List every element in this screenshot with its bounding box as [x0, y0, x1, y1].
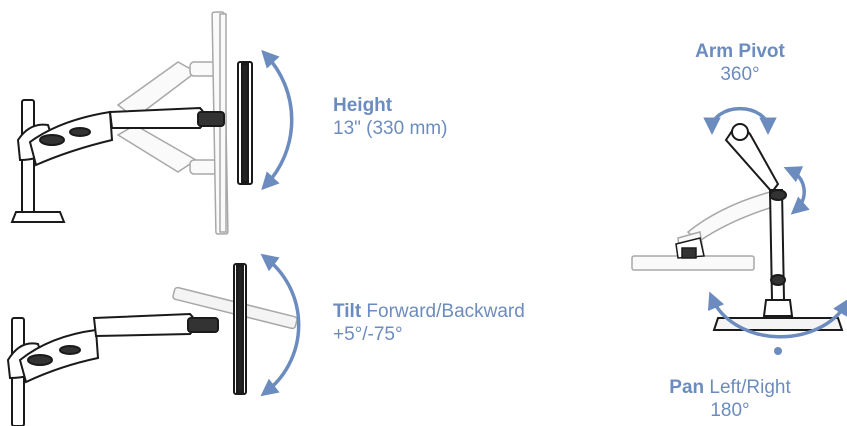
pan-arc-arrow — [707, 291, 847, 339]
height-arc-arrow — [261, 49, 294, 191]
height-arm — [28, 106, 225, 167]
pan-arc-center-dot — [774, 347, 782, 355]
pivot-rotate-arrow-side — [783, 166, 810, 215]
tilt-label-suffix: Forward/Backward — [361, 301, 525, 322]
pan-label-title: Pan — [669, 377, 705, 398]
pivot-rotate-arrow-top — [703, 106, 777, 135]
pan-monitor — [712, 317, 844, 331]
height-label: Height 13" (330 mm) — [333, 94, 447, 140]
pivot-label: Arm Pivot 360° — [665, 40, 815, 86]
pan-label: Pan Left/Right 180° — [640, 376, 820, 422]
tilt-label-value: +5°/-75° — [333, 324, 403, 345]
tilt-arc-arrow — [260, 253, 301, 397]
pivot-label-value: 360° — [720, 64, 760, 85]
tilt-label-title: Tilt — [333, 301, 362, 322]
pan-label-value: 180° — [710, 400, 750, 421]
tilt-label: Tilt Forward/Backward +5°/-75° — [333, 300, 525, 346]
pivot-label-title: Arm Pivot — [695, 41, 785, 62]
tilt-illustration — [6, 253, 301, 426]
pivot-pan-illustration — [631, 106, 847, 355]
tilt-arm — [18, 312, 219, 384]
height-label-value: 13" (330 mm) — [333, 118, 448, 139]
pan-label-suffix: Left/Right — [704, 377, 791, 398]
height-label-title: Height — [333, 95, 393, 116]
height-monitor — [237, 61, 253, 185]
height-illustration — [10, 11, 294, 235]
pivot-ghost-arm — [631, 191, 778, 271]
tilt-monitor — [233, 263, 247, 395]
